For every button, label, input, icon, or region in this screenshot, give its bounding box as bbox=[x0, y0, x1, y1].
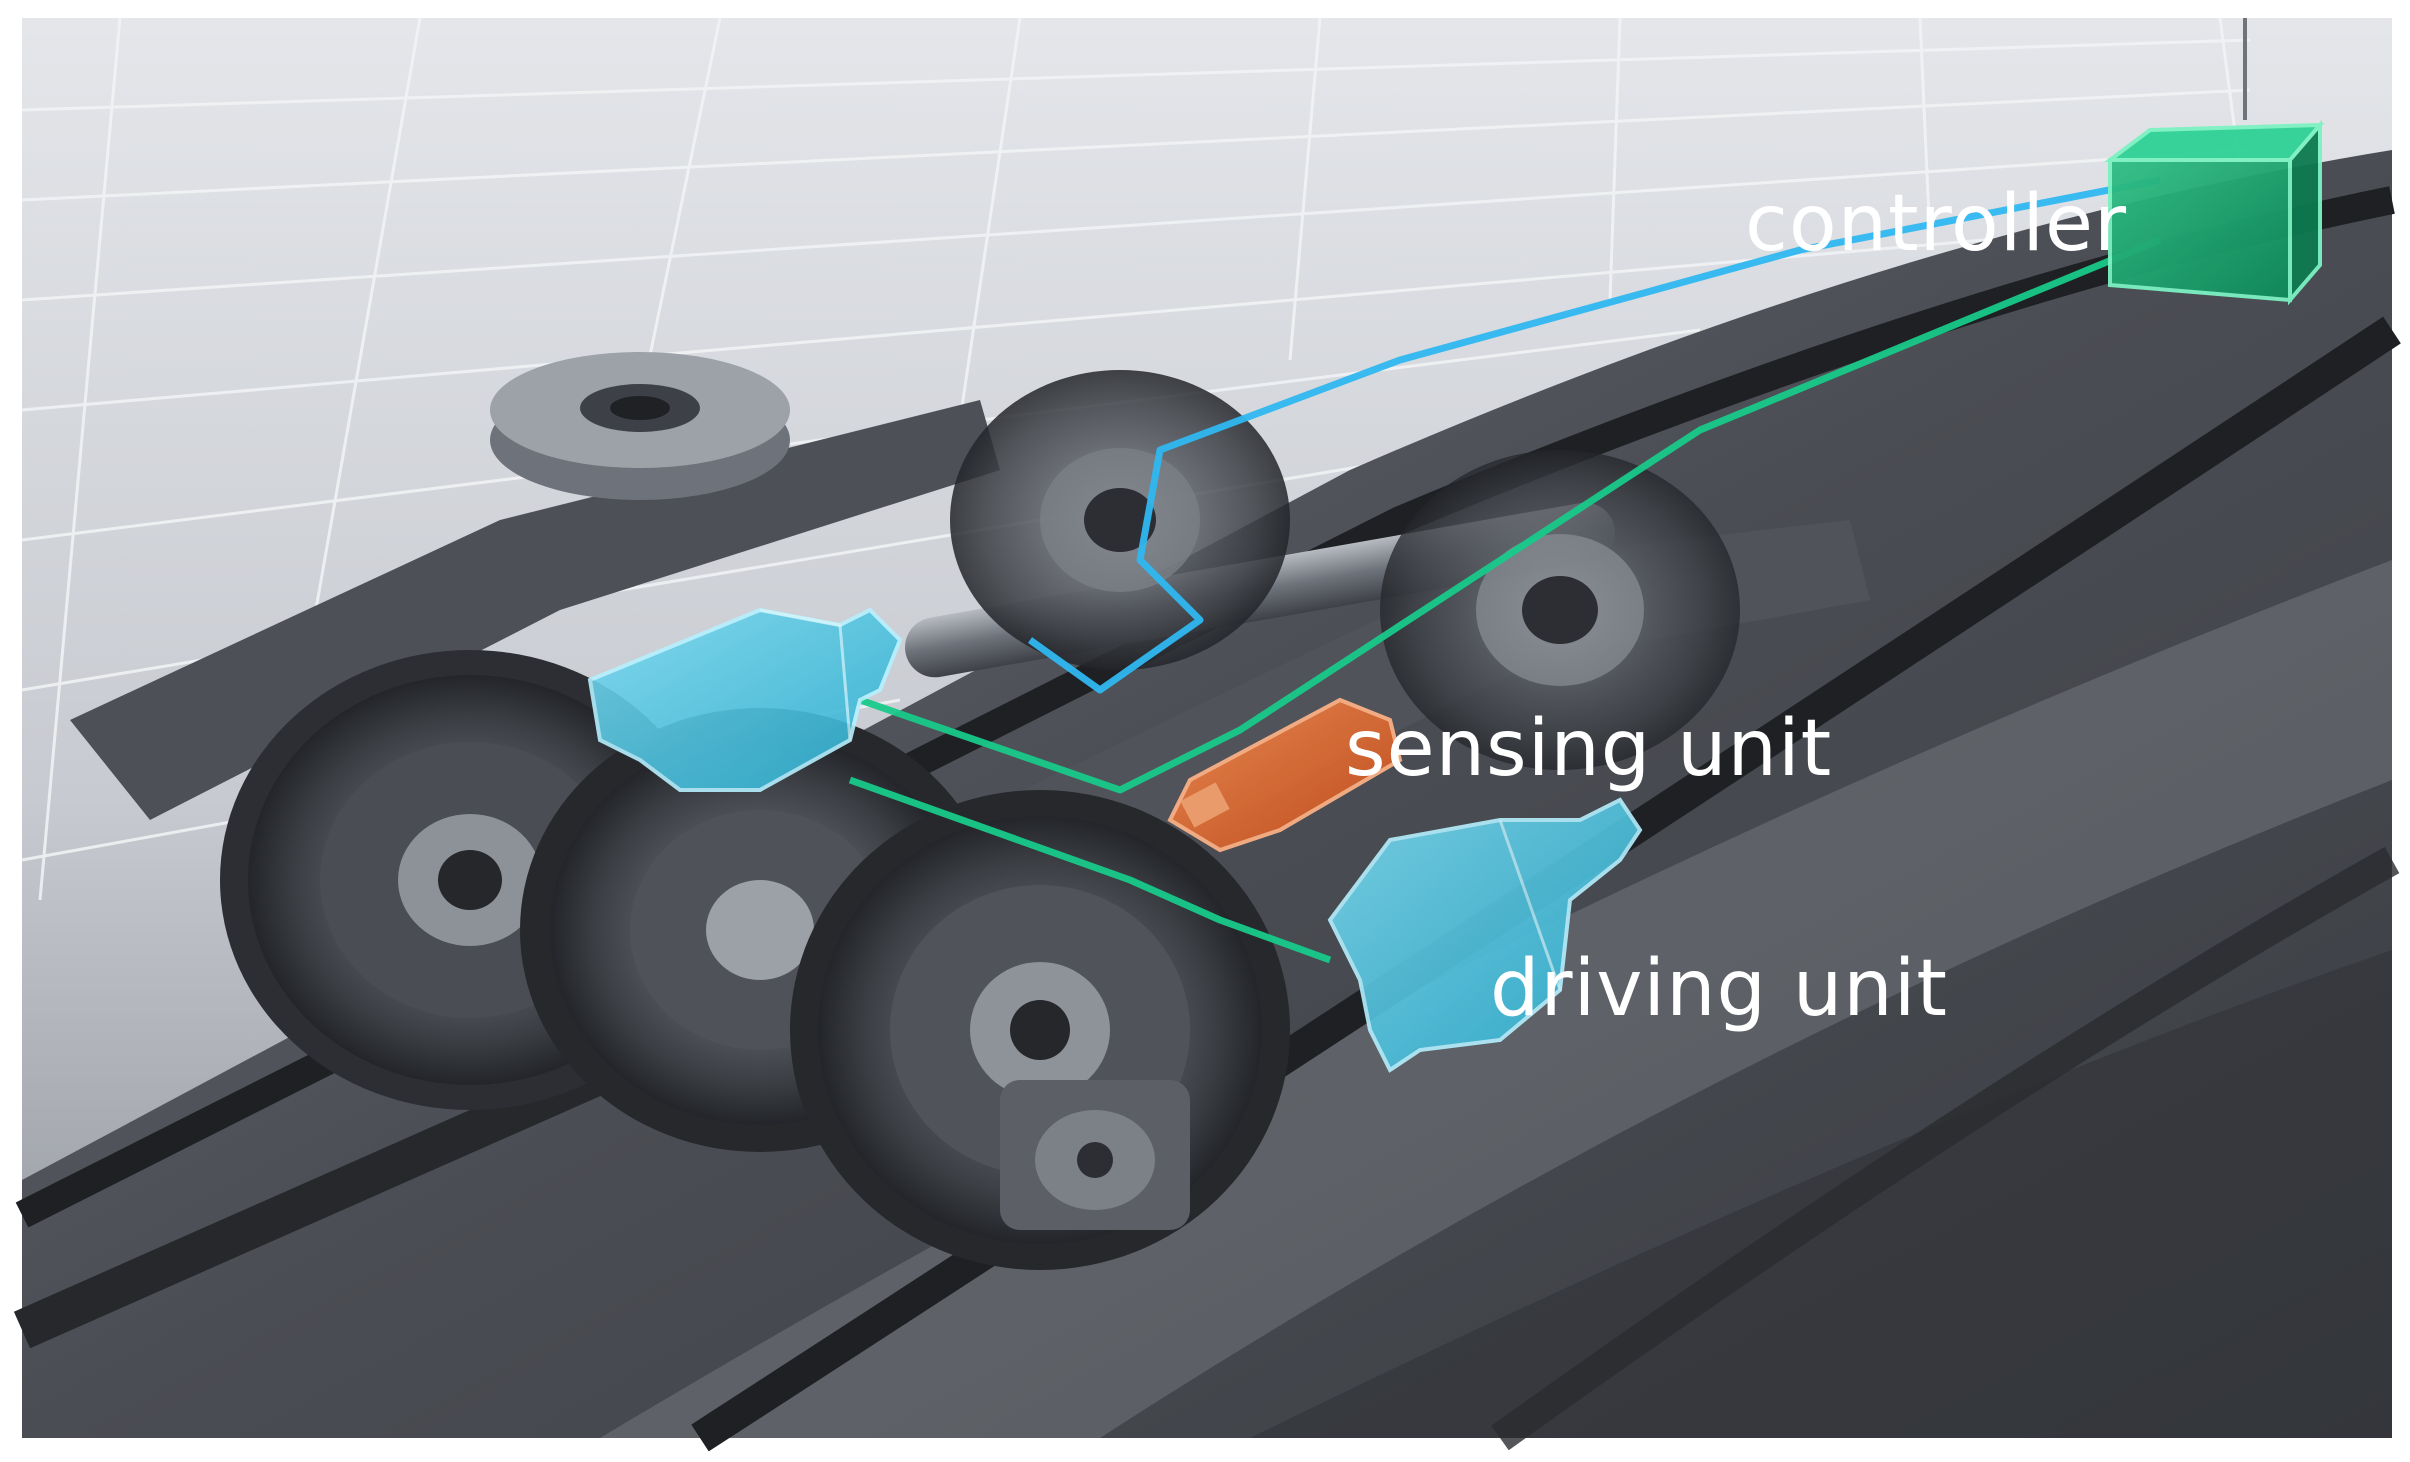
rear-wheel-left bbox=[950, 370, 1290, 670]
driving-unit-rear bbox=[1327, 797, 1643, 1073]
label-controller: controller bbox=[1745, 179, 2127, 269]
rear-wheel-right bbox=[1380, 450, 1740, 770]
controller-box bbox=[2104, 119, 2325, 306]
floor-grid bbox=[21, 17, 2251, 901]
signal-cable bbox=[1027, 176, 2161, 694]
power-cable-upper bbox=[858, 236, 2162, 794]
axle-box bbox=[1000, 1080, 1190, 1230]
label-driving-unit: driving unit bbox=[1490, 944, 1948, 1034]
power-cable-lower bbox=[848, 776, 1332, 964]
sensing-unit bbox=[1167, 697, 1403, 853]
label-sensing-unit: sensing unit bbox=[1345, 704, 1832, 794]
track-bed-shadow bbox=[1250, 950, 2392, 1438]
rail-far-right bbox=[1491, 846, 2400, 1451]
air-spring bbox=[490, 352, 790, 500]
driving-unit-front bbox=[587, 607, 903, 792]
